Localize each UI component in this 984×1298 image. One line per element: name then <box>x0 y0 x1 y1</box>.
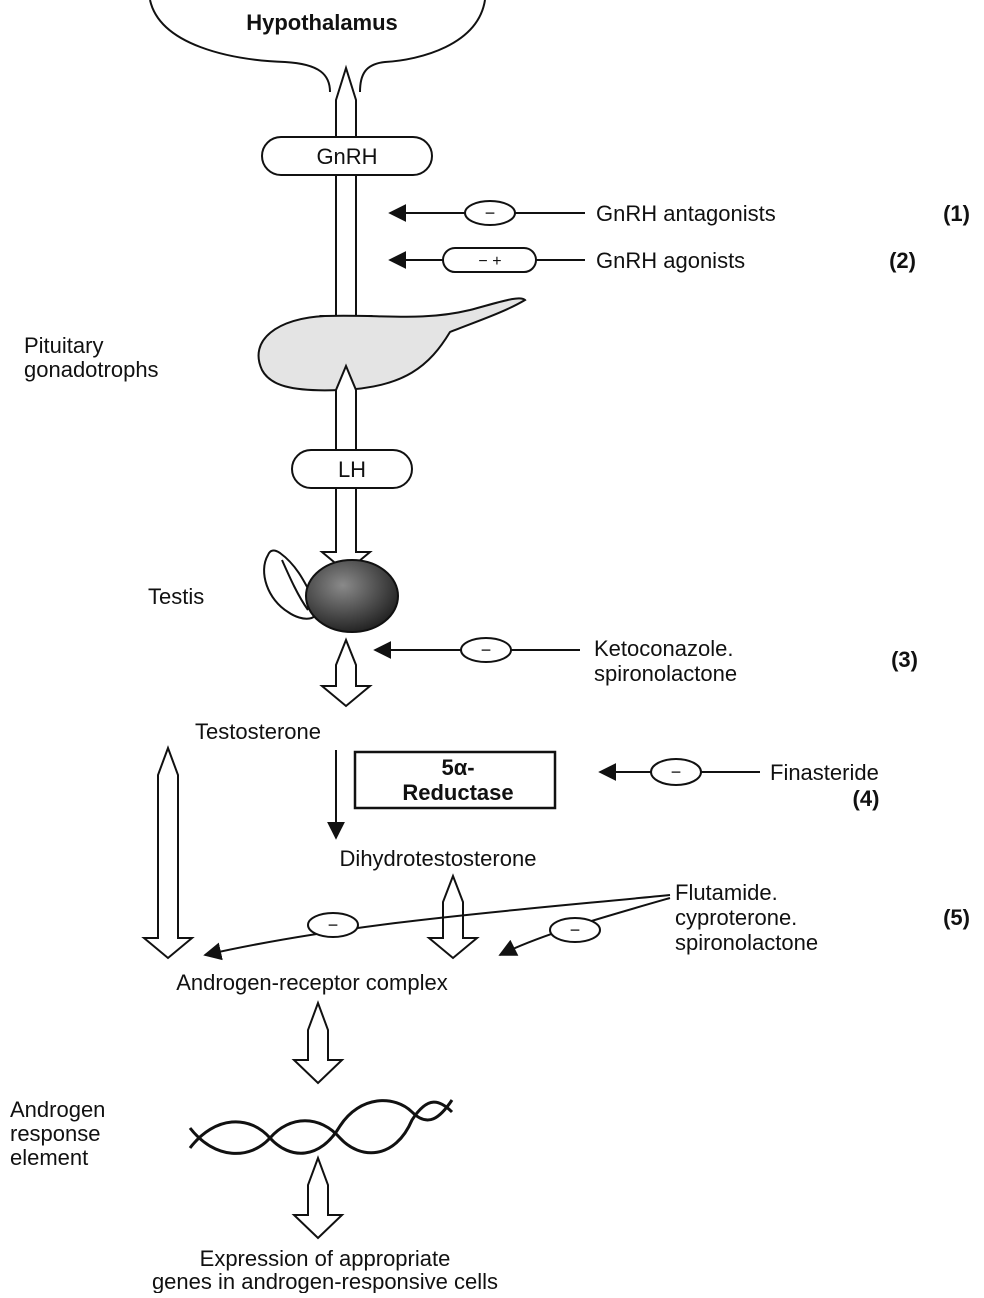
gnrh-label: GnRH <box>316 144 377 169</box>
finasteride-label: Finasteride <box>770 760 879 785</box>
hollow-arrow-dna-expression <box>294 1158 342 1238</box>
testosterone-label: Testosterone <box>195 719 321 744</box>
antiandrogen-sign-right: − <box>570 920 581 940</box>
antiandrogen-label-line3: spironolactone <box>675 930 818 955</box>
expression-label-line1: Expression of appropriate <box>200 1246 451 1271</box>
are-label-line1: Androgen <box>10 1097 105 1122</box>
ketoconazole-label-line1: Ketoconazole. <box>594 636 733 661</box>
dna-helix-strand-a <box>190 1100 452 1153</box>
are-label-line2: response <box>10 1121 101 1146</box>
gnrh-antagonists-number: (1) <box>943 201 970 226</box>
expression-label-line2: genes in androgen-responsive cells <box>152 1269 498 1293</box>
arc-label: Androgen-receptor complex <box>176 970 447 995</box>
hollow-arrow-hypothalamus-pituitary <box>322 68 370 336</box>
reductase-label-line2: Reductase <box>402 780 513 805</box>
antiandrogen-label-line2: cyproterone. <box>675 905 797 930</box>
antagonists-sign: − <box>485 203 496 223</box>
ketoconazole-label-line2: spironolactone <box>594 661 737 686</box>
pituitary-label-line2: gonadotrophs <box>24 357 159 382</box>
hollow-arrow-testosterone-arc <box>144 748 192 958</box>
hollow-arrow-arc-dna <box>294 1003 342 1083</box>
ketoconazole-number: (3) <box>891 647 918 672</box>
ketoconazole-sign: − <box>481 640 492 660</box>
antiandrogen-label-line1: Flutamide. <box>675 880 778 905</box>
lh-label: LH <box>338 457 366 482</box>
antiandrogen-sign-left: − <box>328 915 339 935</box>
reductase-label-line1: 5α- <box>441 755 474 780</box>
dht-label: Dihydrotestosterone <box>340 846 537 871</box>
are-label-line3: element <box>10 1145 88 1170</box>
testis-organ <box>306 560 398 632</box>
antiandrogen-number: (5) <box>943 905 970 930</box>
hypothalamus-label: Hypothalamus <box>246 10 398 35</box>
hollow-arrow-testis-testosterone <box>322 640 370 706</box>
pituitary-label-line1: Pituitary <box>24 333 103 358</box>
finasteride-sign: − <box>671 762 682 782</box>
gnrh-antagonists-label: GnRH antagonists <box>596 201 776 226</box>
gnrh-agonists-number: (2) <box>889 248 916 273</box>
testis-label: Testis <box>148 584 204 609</box>
finasteride-number: (4) <box>853 786 880 811</box>
pituitary-gland <box>259 298 525 390</box>
agonists-sign: − + <box>478 253 501 270</box>
gnrh-agonists-label: GnRH agonists <box>596 248 745 273</box>
